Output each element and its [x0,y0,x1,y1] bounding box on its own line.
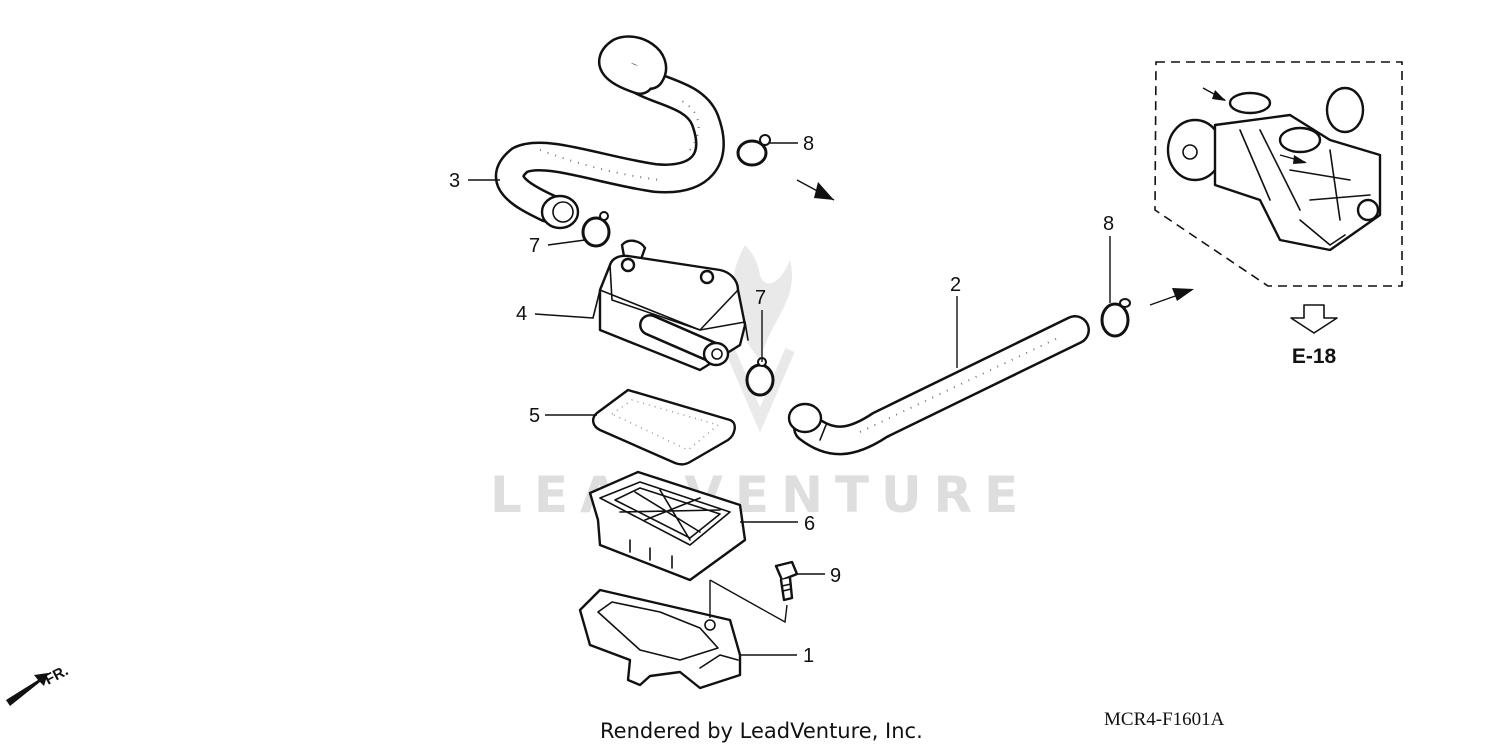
callout-6-label: 6 [804,513,815,535]
part-5-filter-element[interactable] [592,388,736,466]
part-6-filter-case[interactable] [588,470,747,582]
callout-6[interactable]: 6 [740,513,815,535]
callout-8-lower-label: 8 [1103,213,1114,235]
part-4-breather-chamber[interactable] [592,239,749,372]
callout-1-label: 1 [803,645,814,667]
flow-arrow-upper [796,179,835,201]
reference-label[interactable]: E-18 [1292,345,1337,368]
callout-1[interactable]: 1 [740,645,814,667]
part-9-bolt[interactable] [774,560,799,602]
callout-2-label: 2 [950,274,961,296]
front-direction-indicator: FR. [6,662,71,706]
callout-5-label: 5 [529,405,540,427]
callout-2[interactable]: 2 [950,274,961,368]
callout-8-upper[interactable]: 8 [770,133,814,155]
part-3-hose[interactable] [494,35,725,230]
callout-7-lower-label: 7 [755,287,766,309]
part-7-clamp-lower[interactable] [745,357,775,397]
part-1-bracket[interactable] [578,588,742,690]
carburetor-reference-inset[interactable] [1154,61,1403,287]
callout-7-lower[interactable]: 7 [755,287,766,362]
callout-7-upper[interactable]: 7 [529,235,586,257]
callout-9-label: 9 [830,565,841,587]
callout-8-lower[interactable]: 8 [1103,213,1114,303]
part-7-clamp-upper[interactable] [581,211,611,248]
callout-8-upper-label: 8 [803,133,814,155]
callout-5[interactable]: 5 [529,405,597,427]
flow-arrow-lower [1149,288,1194,306]
assembly-guide-lines [709,579,788,624]
front-label: FR. [42,662,71,688]
callout-4[interactable]: 4 [516,303,594,325]
watermark-text: LEADVENTURE [490,466,1030,524]
front-arrow-icon [6,673,48,706]
callout-3-label: 3 [449,170,460,192]
footer-credit: Rendered by LeadVenture, Inc. [600,719,923,743]
callout-7-upper-label: 7 [529,235,540,257]
reference-arrow [1290,304,1338,334]
part-8-clamp-upper[interactable] [736,134,771,167]
part-2-hose[interactable] [787,315,1090,456]
callout-3[interactable]: 3 [449,170,500,192]
carburetor-icon [1166,86,1382,252]
diagram-code: MCR4-F1601A [1104,709,1225,730]
callout-4-label: 4 [516,303,527,325]
part-8-clamp-lower[interactable] [1100,298,1131,338]
callout-9[interactable]: 9 [796,565,841,587]
